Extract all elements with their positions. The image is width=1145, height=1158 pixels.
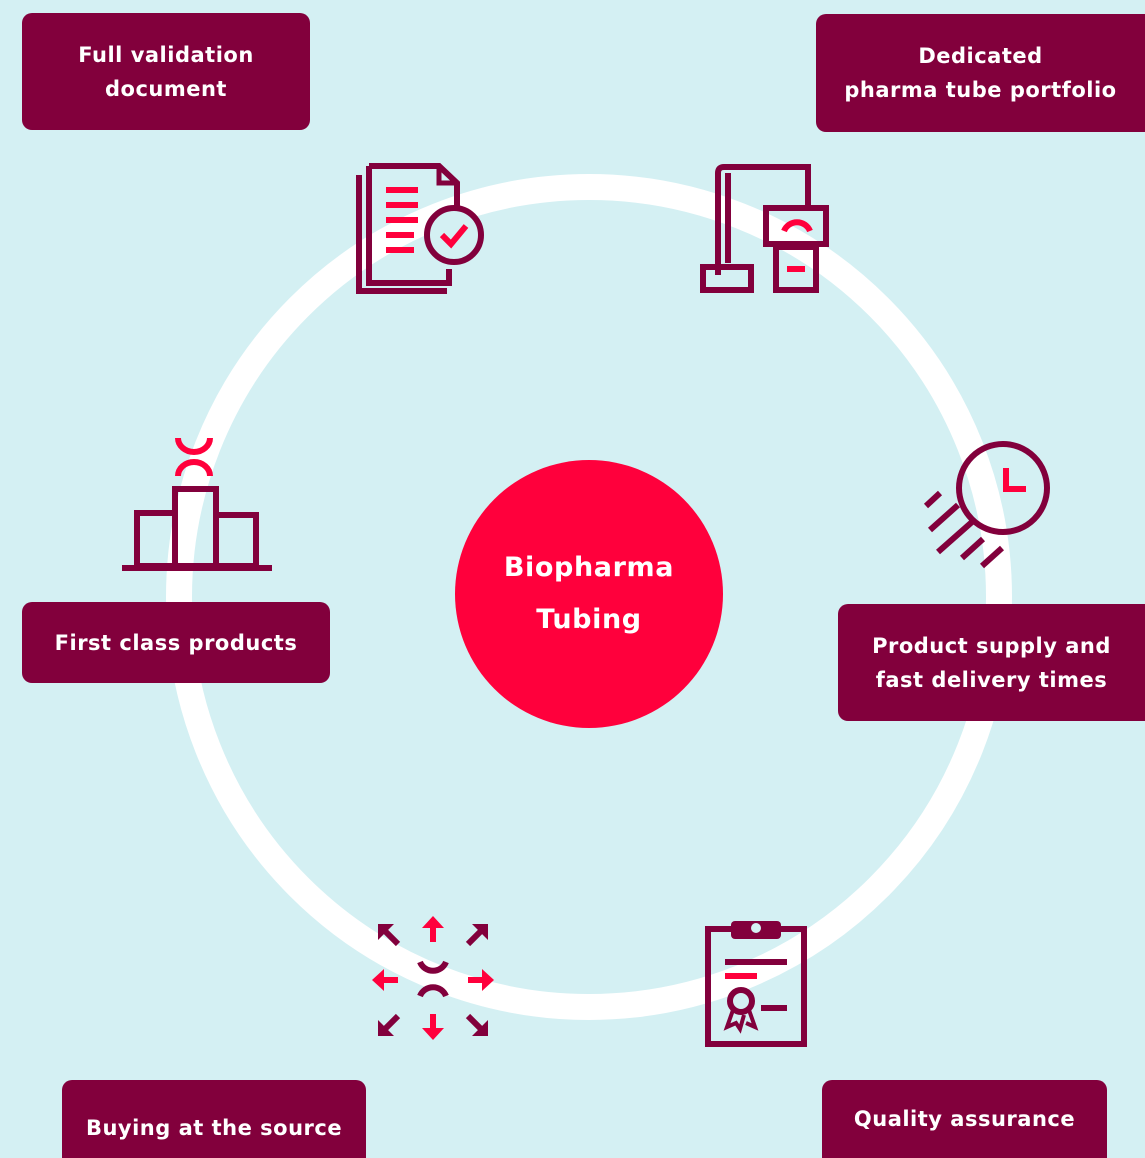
portfolio-label-line2: pharma tube portfolio xyxy=(844,78,1117,102)
source-box: Buying at the source xyxy=(62,1080,366,1158)
delivery-label-line2: fast delivery times xyxy=(875,667,1108,692)
document-check-icon xyxy=(356,163,484,294)
portfolio-box: Dedicated pharma tube portfolio xyxy=(816,14,1145,132)
manufacturing-crane-icon xyxy=(700,164,829,293)
products-box: First class products xyxy=(22,602,330,683)
products-label: First class products xyxy=(54,630,298,655)
clipboard-certificate-icon xyxy=(705,921,807,1047)
podium-icon xyxy=(122,437,272,571)
portfolio-label-line1: Dedicated xyxy=(918,44,1043,68)
source-label: Buying at the source xyxy=(85,1116,343,1140)
quality-label: Quality assurance xyxy=(853,1107,1076,1131)
delivery-label-line1: Product supply and xyxy=(872,633,1111,658)
center-title-line2: Tubing xyxy=(536,604,642,635)
validation-label-line1: Full validation xyxy=(78,42,254,67)
arrows-outward-icon xyxy=(372,916,494,1040)
fast-clock-icon xyxy=(923,441,1050,569)
validation-box: Full validation document xyxy=(22,13,310,130)
center-title-line1: Biopharma xyxy=(503,552,675,583)
quality-box: Quality assurance xyxy=(822,1080,1107,1158)
delivery-box: Product supply and fast delivery times xyxy=(838,604,1145,721)
validation-label-line2: document xyxy=(105,76,227,101)
center-circle: Biopharma Tubing xyxy=(455,460,723,728)
